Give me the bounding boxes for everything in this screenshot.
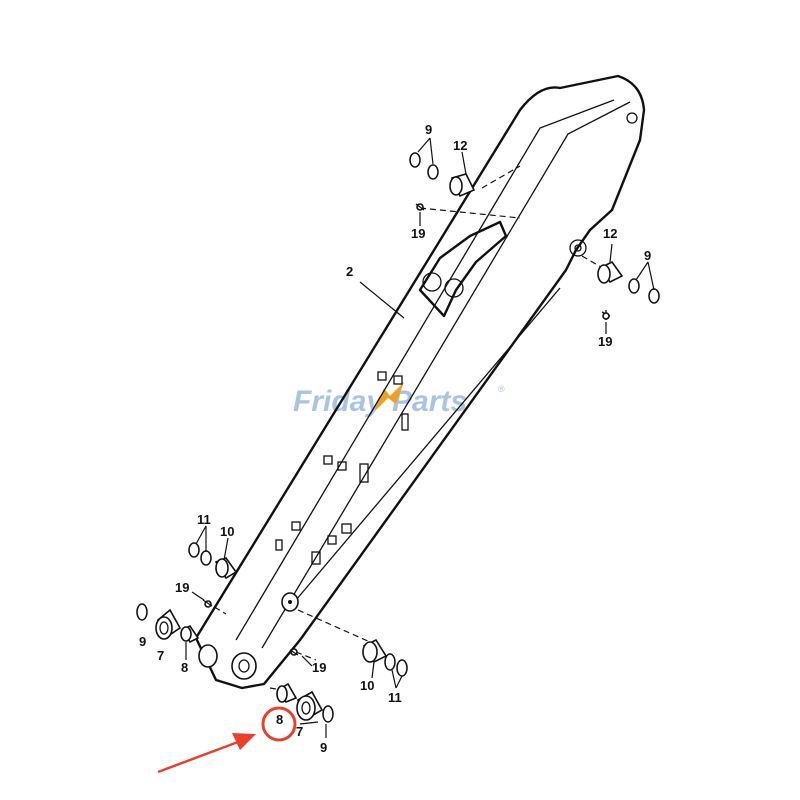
leader-2 [359, 281, 405, 319]
callout-8-highlighted: 8 [276, 712, 283, 727]
bottom-parts [276, 682, 334, 738]
o-ring-11-d [396, 659, 408, 677]
right-pin-boss [569, 239, 587, 257]
bracket-pin-boss-b [444, 278, 464, 298]
callout-19-bottom-middle: 19 [312, 660, 326, 675]
boom-side-ridge [261, 101, 631, 649]
callout-10-middle-left: 10 [220, 524, 234, 539]
callout-7-bottom-left: 7 [157, 648, 164, 663]
o-ring-9-a [409, 152, 421, 168]
watermark-logo-mark [374, 382, 404, 412]
o-ring-9-b [427, 164, 439, 180]
highlight-annotation [157, 706, 297, 774]
right-parts [597, 243, 660, 334]
boom-lower-edge [295, 287, 561, 601]
bushing-7-left [155, 608, 182, 640]
callout-9-right: 9 [644, 248, 651, 263]
piping-clamps [275, 371, 409, 565]
bushing-12-right [597, 260, 624, 284]
callout-9-bottom: 9 [320, 740, 327, 755]
brand-watermark: Friday Parts ® [293, 382, 505, 418]
middle-left-parts [188, 525, 238, 608]
top-left-parts [409, 137, 476, 226]
callout-2: 2 [346, 264, 353, 279]
mid-pin-hole [288, 600, 292, 604]
center-lines [205, 165, 607, 691]
grease-fitting-19-top [415, 203, 425, 211]
highlight-circle [261, 706, 297, 742]
callout-8-bottom-left: 8 [181, 660, 188, 675]
callout-9-bottom-left: 9 [139, 634, 146, 649]
pin-8-bottom [276, 682, 298, 703]
grease-fitting-19-left [202, 599, 213, 608]
right-pin-hole [574, 244, 582, 252]
watermark-registered-mark: ® [498, 384, 505, 394]
callout-9-top-left: 9 [425, 122, 432, 137]
callout-11-middle-left: 11 [197, 512, 211, 527]
bottom-left-boss [198, 644, 218, 668]
boom-arm [194, 74, 646, 690]
callout-10-bottom-right: 10 [360, 678, 374, 693]
o-ring-11-c [384, 653, 396, 671]
bushing-10-left [214, 557, 238, 580]
o-ring-9-d [648, 288, 660, 304]
callout-12-right: 12 [603, 226, 617, 241]
bottom-pin-boss [231, 652, 257, 680]
bushing-7-bottom [296, 690, 324, 721]
o-ring-11-b [200, 550, 212, 566]
bottom-left-parts [136, 603, 200, 660]
callout-7-bottom: 7 [296, 724, 303, 739]
callout-12-top-left: 12 [453, 138, 467, 153]
o-ring-9-c [628, 278, 640, 294]
callout-19-middle-left: 19 [175, 580, 189, 595]
callout-labels: 2 9 12 19 12 9 19 11 10 19 9 7 8 19 10 1… [139, 122, 651, 755]
cylinder-bracket [418, 220, 508, 318]
callout-19-top-left: 19 [411, 226, 425, 241]
bushing-12-top [449, 173, 476, 198]
top-pin-boss [626, 112, 638, 124]
watermark-text-friday: Friday [293, 385, 384, 418]
callout-11-bottom-right: 11 [388, 690, 402, 705]
o-ring-9-e [136, 603, 148, 621]
bottom-pin-hole [238, 659, 250, 673]
callout-19-right: 19 [598, 334, 612, 349]
grease-fitting-19-right [601, 310, 611, 320]
o-ring-11-a [188, 542, 200, 558]
bracket-pin-boss-a [422, 272, 442, 292]
bottom-middle-parts [289, 638, 408, 689]
grease-fitting-19-bottom [289, 648, 299, 656]
boom-top-ridge [235, 99, 615, 641]
highlight-arrow-head [232, 733, 256, 750]
pin-8-left [180, 624, 200, 644]
watermark-text-parts: Parts [392, 385, 467, 418]
bushing-10-right [362, 638, 388, 664]
boom-outline [194, 74, 646, 690]
o-ring-9-f [322, 705, 334, 723]
highlight-arrow-shaft [157, 740, 239, 774]
